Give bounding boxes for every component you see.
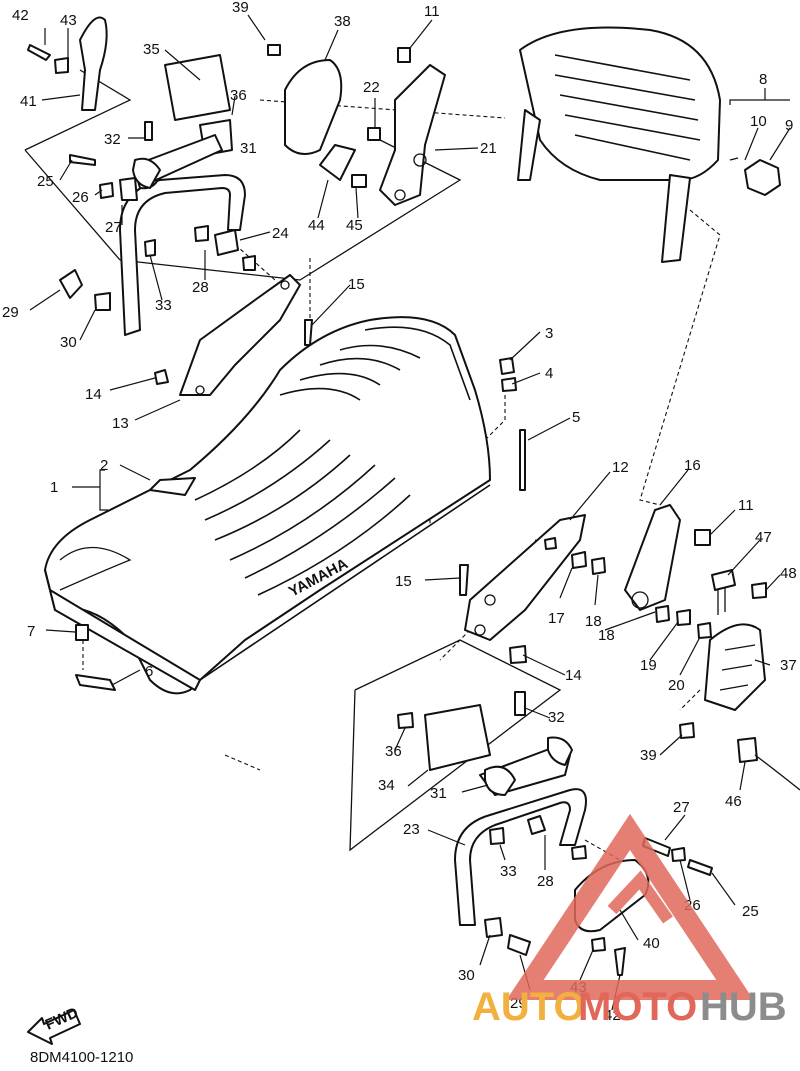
callout-35: 35	[143, 41, 160, 58]
callout-4: 4	[545, 365, 553, 382]
watermark-triangle-inner	[607, 870, 673, 924]
callout-11b: 11	[738, 497, 754, 514]
callout-48: 48	[780, 565, 797, 582]
rear-bracket-upper	[154, 274, 313, 396]
callout-26: 26	[72, 189, 89, 206]
callout-1: 1	[50, 479, 58, 496]
callout-25b: 25	[742, 903, 759, 920]
watermark-triangle-logo	[506, 813, 754, 1000]
callout-37: 37	[780, 657, 797, 674]
callout-28b: 28	[537, 873, 554, 890]
callout-27b: 27	[673, 799, 690, 816]
callout-10: 10	[750, 113, 767, 130]
callout-7: 7	[27, 623, 35, 640]
upper-handle-assembly	[69, 54, 233, 201]
callout-13: 13	[112, 415, 129, 432]
callout-3: 3	[545, 325, 553, 342]
callout-30: 30	[60, 334, 77, 351]
callout-40: 40	[643, 935, 660, 952]
knob-9	[729, 157, 781, 196]
backrest-pad	[517, 26, 721, 263]
main-seat: YAMAHA	[44, 316, 491, 695]
callout-32b: 32	[548, 709, 565, 726]
callout-36b: 36	[385, 743, 402, 760]
callout-34: 34	[378, 777, 395, 794]
callout-14b: 14	[565, 667, 582, 684]
callout-29: 29	[2, 304, 19, 321]
callout-5: 5	[572, 409, 580, 426]
lever-41	[27, 16, 108, 111]
callout-9: 9	[785, 117, 793, 134]
callout-numbers: 42 43 39 38 11 8 10 9 35 36 41 22 21 32 …	[2, 0, 797, 1024]
callout-19: 19	[640, 657, 657, 674]
callout-30b: 30	[458, 967, 475, 984]
upper-fittings	[267, 44, 446, 206]
callout-31b: 31	[430, 785, 447, 802]
callout-11: 11	[424, 3, 440, 20]
callout-20: 20	[668, 677, 685, 694]
callout-47: 47	[755, 529, 772, 546]
callout-25: 25	[37, 173, 54, 190]
callout-6: 6	[145, 663, 153, 680]
small-parts-left	[75, 357, 526, 691]
callout-21: 21	[480, 140, 497, 157]
callout-18b: 18	[598, 627, 615, 644]
callout-24: 24	[272, 225, 289, 242]
callout-38: 38	[334, 13, 351, 30]
callout-8: 8	[759, 71, 767, 88]
diagram-code: 8DM4100-1210	[30, 1049, 133, 1066]
tail-box-37	[679, 623, 800, 791]
watermark-text-moto: MOTO	[578, 985, 697, 1029]
watermark-text-auto: AUTO	[472, 985, 585, 1029]
callout-15b: 15	[395, 573, 412, 590]
callout-36: 36	[230, 87, 247, 104]
callout-45: 45	[346, 217, 363, 234]
watermark-text-hub: HUB	[700, 985, 787, 1029]
callout-46: 46	[725, 793, 742, 810]
callout-33: 33	[155, 297, 172, 314]
callout-18: 18	[585, 613, 602, 630]
leader-lines	[29, 14, 791, 1011]
callout-27: 27	[105, 219, 122, 236]
callout-12: 12	[612, 459, 629, 476]
seat-emblem	[149, 477, 196, 496]
callout-2: 2	[100, 457, 108, 474]
callout-15: 15	[348, 276, 365, 293]
fwd-arrow-icon: FWD	[27, 1004, 81, 1045]
callout-39: 39	[232, 0, 249, 16]
callout-31: 31	[240, 140, 257, 157]
callout-43: 43	[60, 12, 77, 29]
callout-28: 28	[192, 279, 209, 296]
callout-42b: 42	[604, 1007, 621, 1024]
callout-44: 44	[308, 217, 325, 234]
callout-16: 16	[684, 457, 701, 474]
side-bracket-right	[459, 504, 767, 664]
callout-41: 41	[20, 93, 37, 110]
callout-22: 22	[363, 79, 380, 96]
callout-32: 32	[104, 131, 121, 148]
callout-23: 23	[403, 821, 420, 838]
automotohub-watermark: AUTO MOTO HUB	[472, 813, 787, 1029]
callout-39b: 39	[640, 747, 657, 764]
callout-42: 42	[12, 7, 29, 24]
callout-14: 14	[85, 386, 102, 403]
callout-17: 17	[548, 610, 565, 627]
callout-33b: 33	[500, 863, 517, 880]
